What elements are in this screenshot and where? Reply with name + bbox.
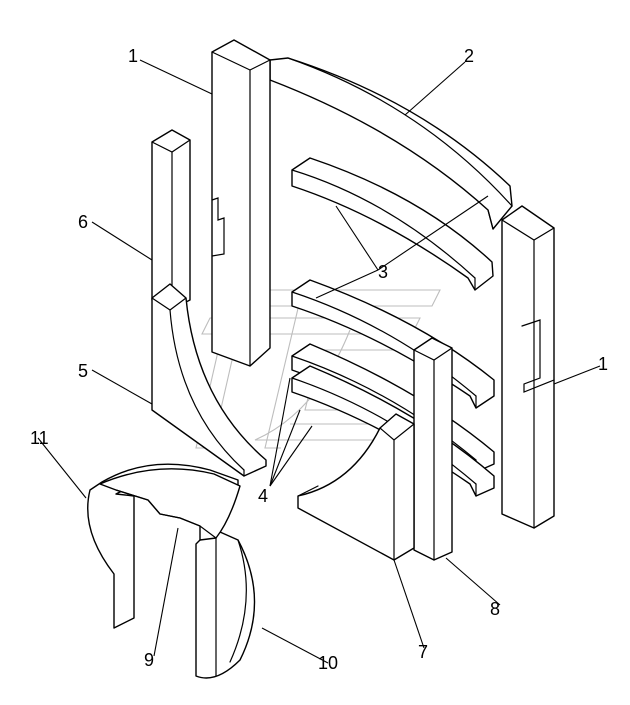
callout-10: 10 bbox=[318, 653, 338, 673]
part-1-left-upright bbox=[211, 39, 271, 367]
callout-6: 6 bbox=[78, 212, 88, 232]
leader-9 bbox=[153, 527, 179, 657]
leader-11 bbox=[37, 437, 87, 499]
callout-8: 8 bbox=[490, 599, 500, 619]
callout-4: 4 bbox=[258, 486, 268, 506]
leader-5 bbox=[91, 369, 153, 405]
leader-10 bbox=[261, 627, 329, 664]
leader-4b bbox=[269, 409, 301, 487]
part-1-right-upright bbox=[501, 205, 555, 529]
leader-4a bbox=[269, 377, 291, 487]
part-5-arc-block bbox=[151, 283, 267, 477]
leader-lines bbox=[37, 59, 601, 664]
leader-6 bbox=[91, 221, 153, 261]
part-8-upright bbox=[413, 337, 453, 561]
callout-9: 9 bbox=[144, 650, 154, 670]
leader-8 bbox=[445, 557, 501, 606]
leader-3b bbox=[377, 195, 489, 271]
callout-7: 7 bbox=[418, 642, 428, 662]
callout-3: 3 bbox=[378, 262, 388, 282]
callout-labels: 1 2 3 4 5 6 1 7 8 9 10 11 bbox=[30, 46, 608, 673]
leader-7 bbox=[393, 559, 425, 649]
callout-11: 11 bbox=[30, 428, 49, 448]
part-9-disc-top-face bbox=[99, 468, 241, 541]
part-3-curved-bar bbox=[291, 157, 494, 291]
leader-3 bbox=[335, 205, 379, 271]
part-2-curved-bar bbox=[269, 57, 513, 230]
leader-1-right bbox=[553, 365, 601, 385]
callout-2: 2 bbox=[464, 46, 474, 66]
part-10-disc-half-right bbox=[195, 531, 256, 679]
part-6-upright bbox=[151, 129, 191, 311]
callout-1-right: 1 bbox=[598, 354, 608, 374]
leader-1-left bbox=[139, 59, 213, 95]
leader-4c bbox=[269, 425, 313, 487]
callout-1-left: 1 bbox=[128, 46, 138, 66]
leader-2 bbox=[404, 61, 466, 116]
leader-3c bbox=[315, 269, 379, 299]
callout-5: 5 bbox=[78, 361, 88, 381]
part-7-curved-block bbox=[297, 413, 415, 561]
